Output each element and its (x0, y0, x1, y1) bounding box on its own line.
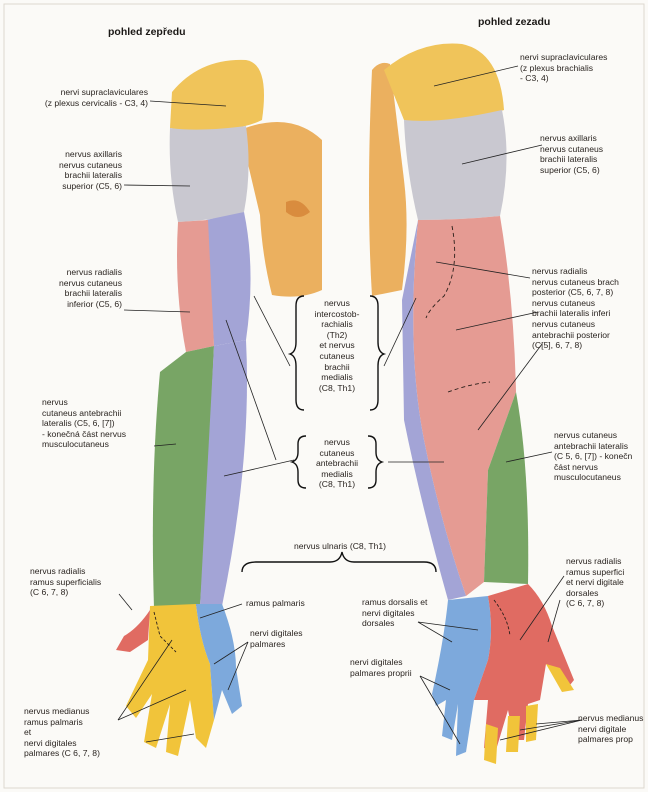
label-front-medianus: nervus medianus ramus palmaris et nervi … (24, 706, 100, 759)
label-front-radialis: nervus radialis nervus cutaneus brachii … (59, 267, 122, 309)
front-zone-axillaris (170, 126, 249, 222)
back-zone-axillaris (404, 110, 507, 220)
label-front-supraclaviculares: nervi supraclaviculares (z plexus cervic… (45, 87, 148, 108)
label-back-supraclaviculares: nervi supraclaviculares (z plexus brachi… (520, 52, 607, 84)
label-antebrachii-medialis: nervus cutaneus antebrachii medialis (C8… (304, 437, 370, 490)
label-back-ramus-dorsalis: ramus dorsalis et nervi digitales dorsal… (362, 597, 427, 629)
label-back-digitales-proprii: nervi digitales palmares proprii (350, 657, 412, 678)
label-back-radialis: nervus radialis nervus cutaneus brach po… (532, 266, 642, 351)
heading-back: pohled zezadu (478, 16, 550, 28)
label-back-axillaris: nervus axillaris nervus cutaneus brachii… (540, 133, 603, 175)
label-front-ramus-superficialis: nervus radialis ramus superficialis (C 6… (30, 566, 101, 598)
label-front-axillaris: nervus axillaris nervus cutaneus brachii… (59, 149, 122, 191)
label-back-antebrachii-lateralis: nervus cutaneus antebrachii lateralis (C… (554, 430, 644, 483)
heading-front: pohled zepředu (108, 26, 186, 38)
label-intercostobrachialis: nervus intercostob- rachialis (Th2) et n… (304, 298, 370, 393)
label-ulnaris: nervus ulnaris (C8, Th1) (270, 541, 410, 552)
label-front-antebrachii-lateralis: nervus cutaneus antebrachii lateralis (C… (42, 397, 126, 450)
label-back-ramus-superficialis: nervus radialis ramus superfici et nervi… (566, 556, 644, 609)
label-front-digitales-palmares: nervi digitales palmares (250, 628, 303, 649)
label-front-ramus-palmaris: ramus palmaris (246, 598, 305, 609)
label-back-medianus: nervus medianus nervi digitale palmares … (578, 713, 644, 745)
